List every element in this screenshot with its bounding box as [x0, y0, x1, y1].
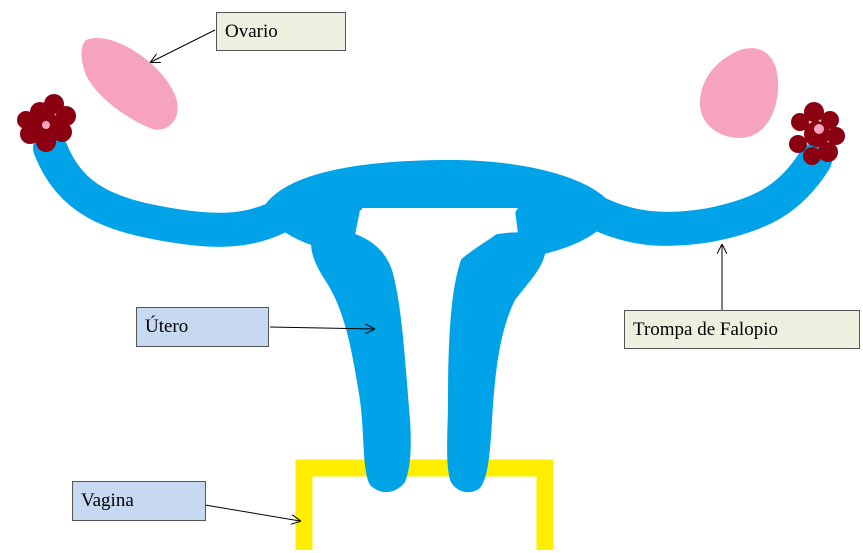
- right-fimbriae: [789, 102, 845, 165]
- vagina-shape: [304, 468, 545, 550]
- fallopian-tube-label: Trompa de Falopio: [624, 310, 860, 349]
- vagina-label: Vagina: [72, 481, 206, 521]
- left-fimbriae: [17, 94, 76, 152]
- uterus-label: Útero: [136, 307, 269, 347]
- right-ovary: [700, 48, 778, 138]
- left-ovary: [82, 38, 178, 130]
- ovary-label: Ovario: [216, 12, 346, 51]
- ovary-arrow: [151, 30, 215, 62]
- vagina-arrow: [205, 505, 300, 521]
